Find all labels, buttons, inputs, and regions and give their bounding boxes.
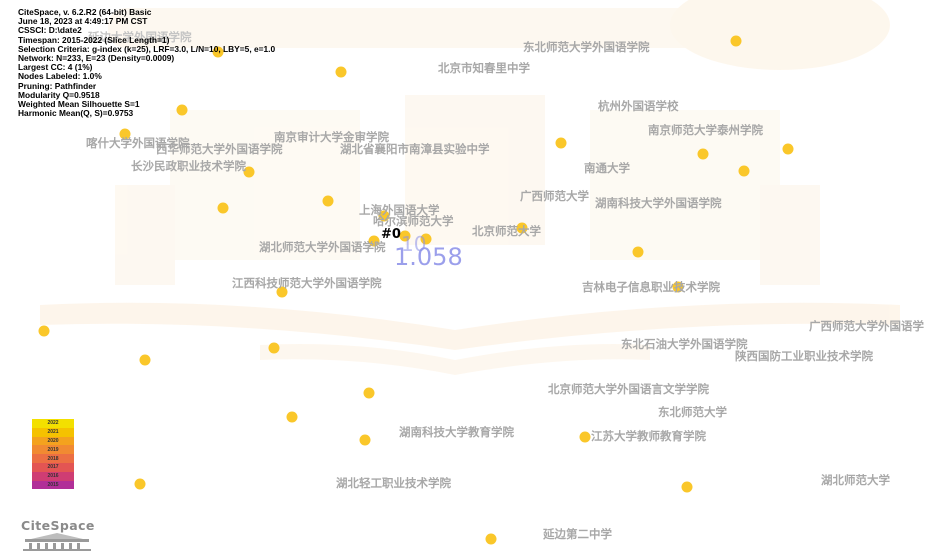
node-label[interactable]: 延边大学外国语学院 (88, 30, 192, 44)
node-label[interactable]: 东北石油大学外国语学院 (621, 337, 748, 351)
node-label[interactable]: 杭州外国语学校 (598, 99, 679, 113)
legend-year: 2022 (47, 420, 59, 427)
legend-row: 2020 (32, 436, 74, 446)
node-label[interactable]: 长沙民政职业技术学院 (131, 159, 246, 173)
node-label[interactable]: 延边第二中学 (543, 527, 612, 541)
legend-year: 2021 (47, 429, 59, 436)
info-line: CiteSpace, v. 6.2.R2 (64-bit) Basic (18, 7, 152, 17)
legend-row: 2021 (32, 427, 74, 437)
network-node[interactable] (335, 66, 347, 78)
node-label[interactable]: 湖北轻工职业技术学院 (336, 476, 451, 490)
network-node[interactable] (176, 104, 188, 116)
network-node[interactable] (378, 210, 390, 222)
network-node[interactable] (738, 165, 750, 177)
network-node[interactable] (368, 235, 380, 247)
info-line: Timespan: 2015-2022 (Slice Length=1) (18, 34, 170, 45)
network-node[interactable] (286, 411, 298, 423)
node-label[interactable]: 南通大学 (584, 161, 630, 175)
node-label[interactable]: 湖南科技大学教育学院 (399, 425, 514, 439)
network-node[interactable] (363, 387, 375, 399)
network-node[interactable] (485, 533, 497, 545)
node-label[interactable]: 江苏大学教师教育学院 (591, 429, 706, 443)
legend-row: 2017 (32, 462, 74, 472)
node-label[interactable]: 哈尔滨师范大学 (373, 214, 454, 228)
legend-row: 2019 (32, 445, 74, 455)
network-node[interactable] (243, 166, 255, 178)
node-label[interactable]: 东北师范大学外国语学院 (523, 40, 650, 54)
network-node[interactable] (139, 354, 151, 366)
node-label[interactable]: 湖北省襄阳市南漳县实验中学 (340, 142, 490, 156)
legend-year: 2020 (47, 437, 59, 444)
logo-building-icon (23, 533, 91, 551)
network-node[interactable] (555, 137, 567, 149)
network-node[interactable] (217, 202, 229, 214)
node-label[interactable]: 东北师范大学 (658, 405, 727, 419)
info-line: CSSCI: D:\date2 (18, 25, 82, 36)
network-node[interactable] (359, 434, 371, 446)
info-line: Selection Criteria: g-index (k=25), LRF=… (18, 43, 276, 54)
node-label[interactable]: 湖北师范大学外国语学院 (259, 240, 386, 254)
network-node[interactable] (420, 233, 432, 245)
node-label[interactable]: 广西师范大学 (520, 189, 589, 203)
network-node[interactable] (212, 46, 224, 58)
legend-year: 2016 (47, 473, 59, 480)
node-layer (38, 35, 794, 545)
legend-row: 2016 (32, 471, 74, 481)
network-node[interactable] (697, 148, 709, 160)
cluster-label[interactable]: #0 (381, 227, 401, 242)
node-label[interactable]: 湖南科技大学外国语学院 (595, 196, 722, 210)
info-line: Pruning: Pathfinder (18, 80, 97, 91)
node-label[interactable]: 湖北师范大学 (821, 473, 890, 487)
node-label[interactable]: 江西科技师范大学外国语学院 (232, 276, 382, 290)
network-node[interactable] (672, 281, 684, 293)
info-line: Largest CC: 4 (1%) (18, 62, 93, 73)
network-node[interactable] (38, 325, 50, 337)
logo-text: CiteSpace (21, 518, 95, 533)
citespace-logo: CiteSpace (21, 518, 95, 555)
legend-year: 2018 (47, 455, 59, 462)
info-line: Weighted Mean Silhouette S=1 (18, 99, 140, 110)
node-label[interactable]: 南京师范大学泰州学院 (648, 123, 763, 137)
info-line: Nodes Labeled: 1.0% (18, 71, 102, 82)
network-node[interactable] (632, 246, 644, 258)
network-node[interactable] (516, 222, 528, 234)
node-label[interactable]: 北京师范大学外国语言文学学院 (548, 382, 709, 396)
network-node[interactable] (782, 143, 794, 155)
info-line: June 18, 2023 at 4:49:17 PM CST (18, 16, 148, 27)
legend-row: 2018 (32, 454, 74, 463)
info-line: Harmonic Mean(Q, S)=0.9753 (18, 108, 134, 119)
node-label[interactable]: 陕西国防工业职业技术学院 (735, 349, 873, 363)
info-line: Network: N=233, E=23 (Density=0.0009) (18, 53, 175, 64)
network-node[interactable] (681, 481, 693, 493)
year-color-legend: 2022 2021 2020 2019 2018 2017 2016 2015 (32, 419, 74, 490)
network-node[interactable] (134, 478, 146, 490)
legend-row: 2022 (32, 419, 74, 428)
legend-year: 2019 (47, 446, 59, 453)
legend-year: 2017 (47, 464, 59, 471)
cluster-silhouette-number: 1.058 (394, 243, 463, 271)
node-label[interactable]: 广西师范大学外国语学 (809, 319, 924, 333)
background-watermark (40, 0, 900, 375)
node-label[interactable]: 南京审计大学金审学院 (274, 130, 389, 144)
info-line: Modularity Q=0.9518 (18, 89, 100, 100)
node-label[interactable]: 上海外国语大学 (359, 203, 440, 217)
network-node[interactable] (268, 342, 280, 354)
network-node[interactable] (322, 195, 334, 207)
network-node[interactable] (579, 431, 591, 443)
node-label[interactable]: 西华师范大学外国语学院 (156, 142, 283, 156)
cluster-overlap-number: 10 (401, 232, 427, 256)
legend-row: 2015 (32, 480, 74, 490)
node-label[interactable]: 喀什大学外国语学院 (86, 136, 190, 150)
node-label[interactable]: 北京市知春里中学 (438, 61, 530, 75)
network-node[interactable] (399, 230, 411, 242)
network-info-panel: CiteSpace, v. 6.2.R2 (64-bit) Basic June… (18, 7, 276, 119)
network-node[interactable] (730, 35, 742, 47)
network-node[interactable] (276, 286, 288, 298)
node-label[interactable]: 吉林电子信息职业技术学院 (582, 280, 720, 294)
legend-year: 2015 (47, 481, 59, 488)
node-label[interactable]: 北京师范大学 (472, 224, 541, 238)
network-node[interactable] (119, 128, 131, 140)
